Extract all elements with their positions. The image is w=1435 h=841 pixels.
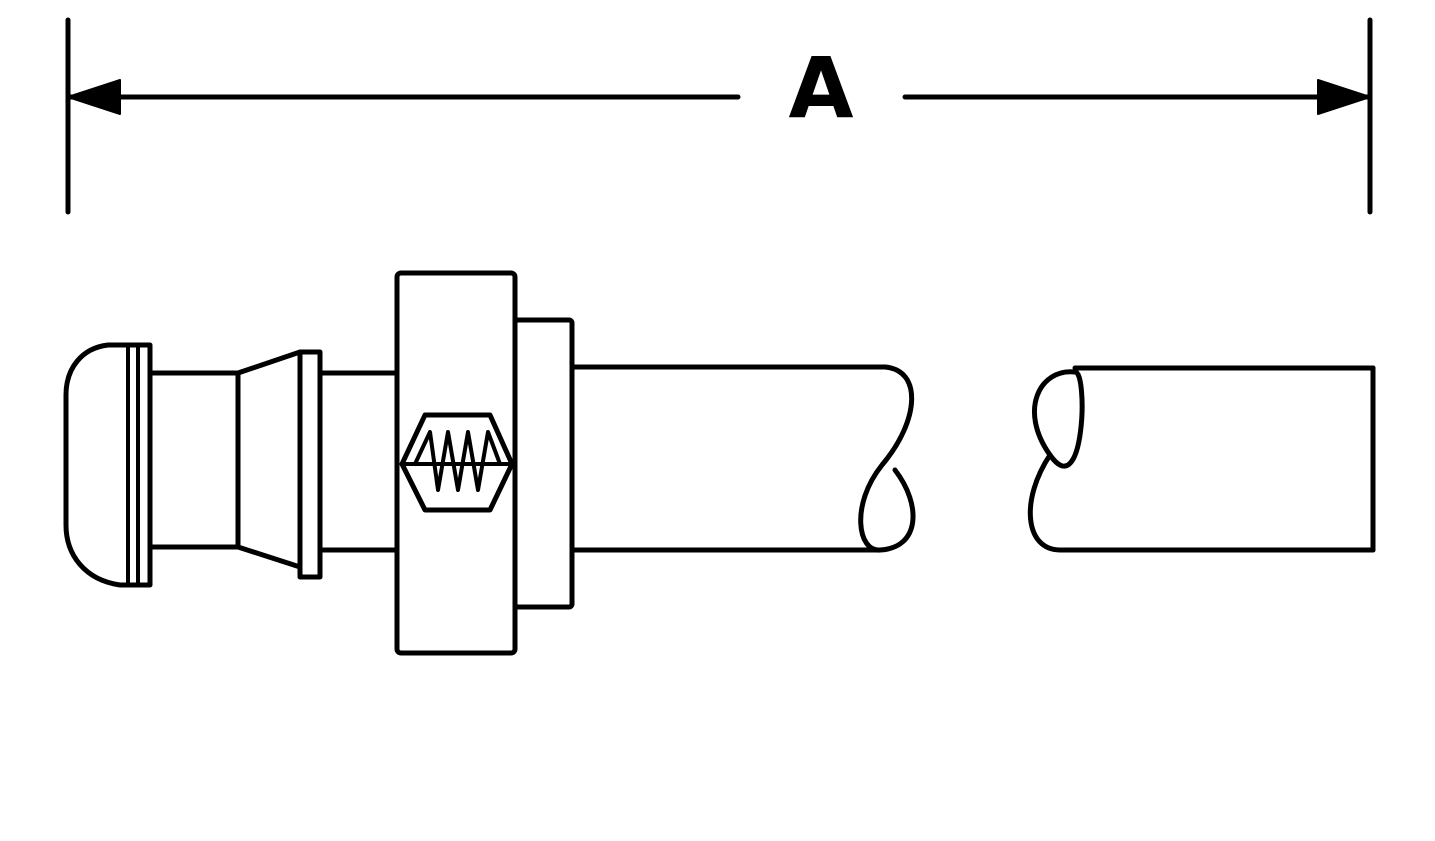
taper-cone [235,349,303,570]
taper-ring [297,349,323,580]
break-line-icon [858,364,916,553]
arrow-icon [67,79,121,115]
hex-nut-icon [399,412,515,513]
break-line-icon [1031,369,1085,469]
dimension-label: A [788,39,853,137]
arrow-icon [1317,79,1371,115]
stud-head [63,342,153,588]
step-ring [512,317,575,610]
break-line-icon [1027,452,1063,553]
dimension-a: A [65,17,1373,215]
pull-stud-part [63,270,1376,656]
